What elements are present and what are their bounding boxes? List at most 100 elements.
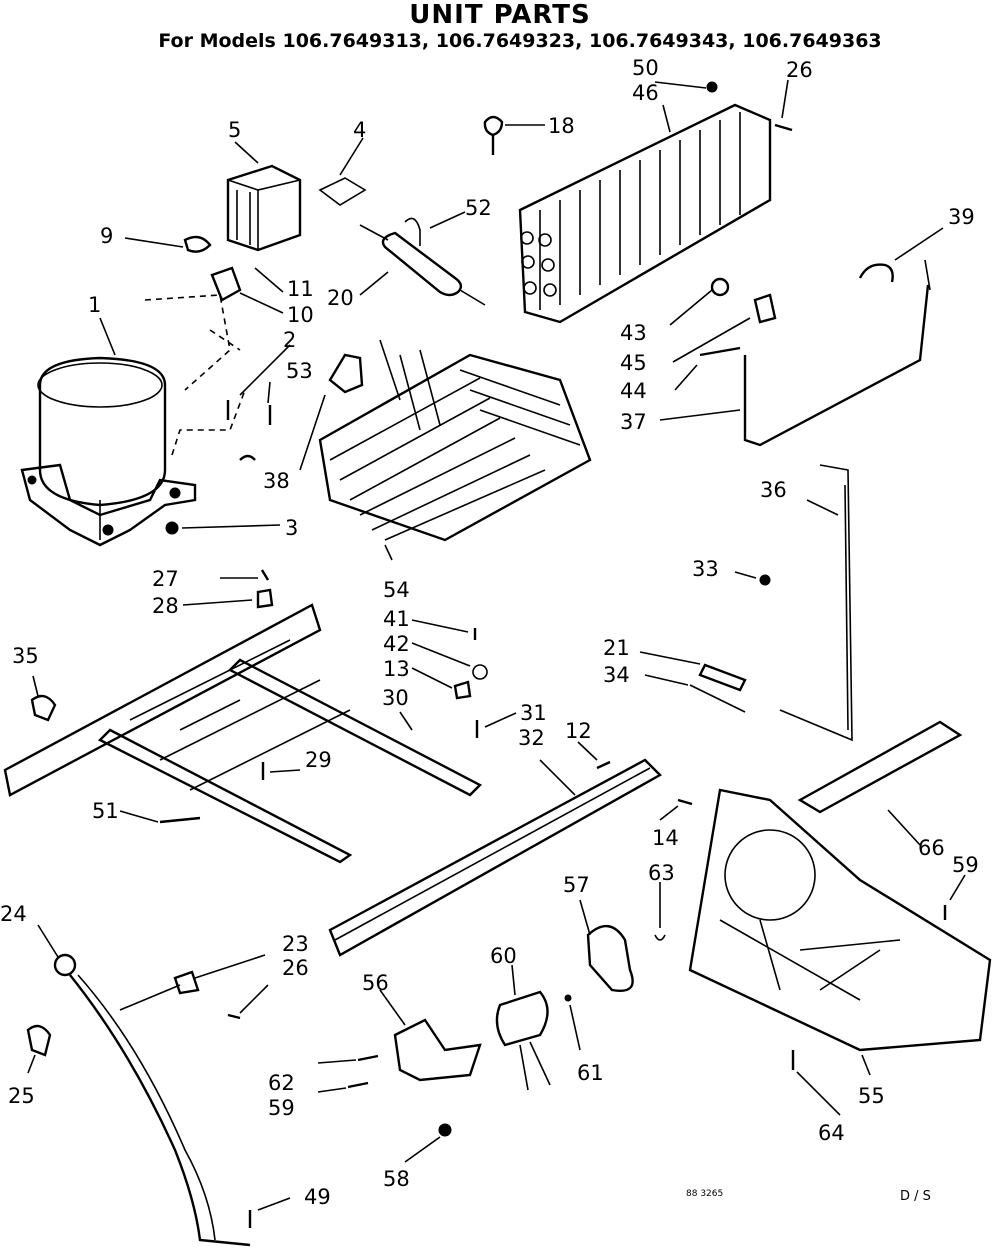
callout-18: 18 <box>548 114 575 138</box>
part-23-drawing <box>173 970 200 995</box>
clip-drawing <box>183 235 212 253</box>
callout-53: 53 <box>286 359 313 383</box>
screw-14-drawing <box>677 798 693 806</box>
condenser-drawing <box>518 103 772 324</box>
part-51-drawing <box>159 816 201 824</box>
callout-21: 21 <box>603 636 630 660</box>
washer-42-drawing <box>472 664 488 680</box>
part-34-drawing <box>689 684 746 713</box>
callout-60: 60 <box>490 944 517 968</box>
part-27-drawing <box>260 569 270 581</box>
callout-14: 14 <box>652 826 679 850</box>
callout-labels: 1 2 3 4 5 9 10 11 12 13 14 18 20 21 23 2… <box>0 56 979 1209</box>
callout-24: 24 <box>0 902 27 926</box>
callout-4: 4 <box>353 118 366 142</box>
callout-54: 54 <box>383 578 410 602</box>
grommet-drawing <box>483 115 504 155</box>
compressor-drawing <box>20 356 197 547</box>
callout-35: 35 <box>12 644 39 668</box>
callout-41: 41 <box>383 607 410 631</box>
screw-12-drawing <box>596 760 611 770</box>
callout-61: 61 <box>577 1061 604 1085</box>
callout-43: 43 <box>620 321 647 345</box>
callout-45: 45 <box>620 351 647 375</box>
clip-39-drawing <box>858 263 894 283</box>
part-43-drawing <box>710 277 730 297</box>
bracket-drawing <box>328 353 364 394</box>
diagram-subtitle: For Models 106.7649313, 106.7649323, 106… <box>158 30 882 52</box>
shroud-drawing <box>688 788 992 1052</box>
callout-52: 52 <box>465 196 492 220</box>
part-33-drawing <box>759 574 771 586</box>
callout-34: 34 <box>603 663 630 687</box>
spring-63-drawing <box>654 934 666 941</box>
callout-39: 39 <box>948 205 975 229</box>
evaporator-drawing <box>318 339 592 542</box>
part-28-drawing <box>256 588 274 609</box>
callout-59-upper: 59 <box>952 853 979 877</box>
footer-page: D / S <box>900 1189 931 1204</box>
wiring-harness-drawing <box>53 953 251 1247</box>
callout-51: 51 <box>92 799 119 823</box>
diagram-title: UNIT PARTS <box>409 0 591 30</box>
callout-11: 11 <box>287 277 314 301</box>
callout-31: 31 <box>520 701 547 725</box>
drain-pan-drawing <box>797 720 963 814</box>
callout-57: 57 <box>563 873 590 897</box>
callout-27: 27 <box>152 567 179 591</box>
callout-49: 49 <box>304 1185 331 1209</box>
cover-drawing <box>318 177 367 206</box>
callout-12: 12 <box>565 719 592 743</box>
callout-25: 25 <box>8 1084 35 1108</box>
callout-55: 55 <box>858 1084 885 1108</box>
callout-44: 44 <box>620 379 647 403</box>
callout-62: 62 <box>268 1071 295 1095</box>
callout-42: 42 <box>383 632 410 656</box>
callout-5: 5 <box>228 118 241 142</box>
motor-bracket-drawing <box>393 1018 482 1082</box>
fan-blade-drawing <box>586 925 634 992</box>
callout-33: 33 <box>692 557 719 581</box>
callout-26-lower: 26 <box>282 956 309 980</box>
part-45-drawing <box>753 293 777 324</box>
callout-36: 36 <box>760 478 787 502</box>
drier-drawing <box>359 217 486 306</box>
screw-62-drawing <box>357 1054 379 1062</box>
callout-2: 2 <box>283 328 296 352</box>
tube-36-drawing <box>779 464 853 742</box>
part-61-drawing <box>564 994 572 1002</box>
callout-1: 1 <box>88 293 101 317</box>
footer-code: 88 3265 <box>686 1189 723 1199</box>
callout-23: 23 <box>282 932 309 956</box>
screw-59-lower-drawing <box>347 1081 369 1089</box>
part-35-drawing <box>30 694 57 722</box>
callout-30: 30 <box>382 686 409 710</box>
screw-26-lower-drawing <box>227 1013 241 1020</box>
rail-drawing <box>328 758 662 957</box>
part-21-drawing <box>698 663 747 692</box>
callout-37: 37 <box>620 410 647 434</box>
callout-64: 64 <box>818 1121 845 1145</box>
callout-26-upper: 26 <box>786 58 813 82</box>
callout-46: 46 <box>632 81 659 105</box>
callout-10: 10 <box>287 303 314 327</box>
callout-59-lower: 59 <box>268 1096 295 1120</box>
callout-63: 63 <box>648 861 675 885</box>
tube-37-drawing <box>743 284 930 447</box>
part-50-drawing <box>706 81 718 93</box>
screw-26-upper-drawing <box>774 123 793 132</box>
callout-56: 56 <box>362 971 389 995</box>
callout-50: 50 <box>632 56 659 80</box>
callout-3: 3 <box>285 516 298 540</box>
part-44-drawing <box>699 346 741 357</box>
part-25-drawing <box>26 1024 52 1057</box>
callout-9: 9 <box>100 224 113 248</box>
callout-20: 20 <box>327 286 354 310</box>
callout-58: 58 <box>383 1167 410 1191</box>
overload-drawing <box>210 266 242 302</box>
base-frame-drawing <box>3 603 483 864</box>
part-58-drawing <box>438 1123 452 1137</box>
screw-53-drawing <box>239 405 272 461</box>
callout-66: 66 <box>918 836 945 860</box>
